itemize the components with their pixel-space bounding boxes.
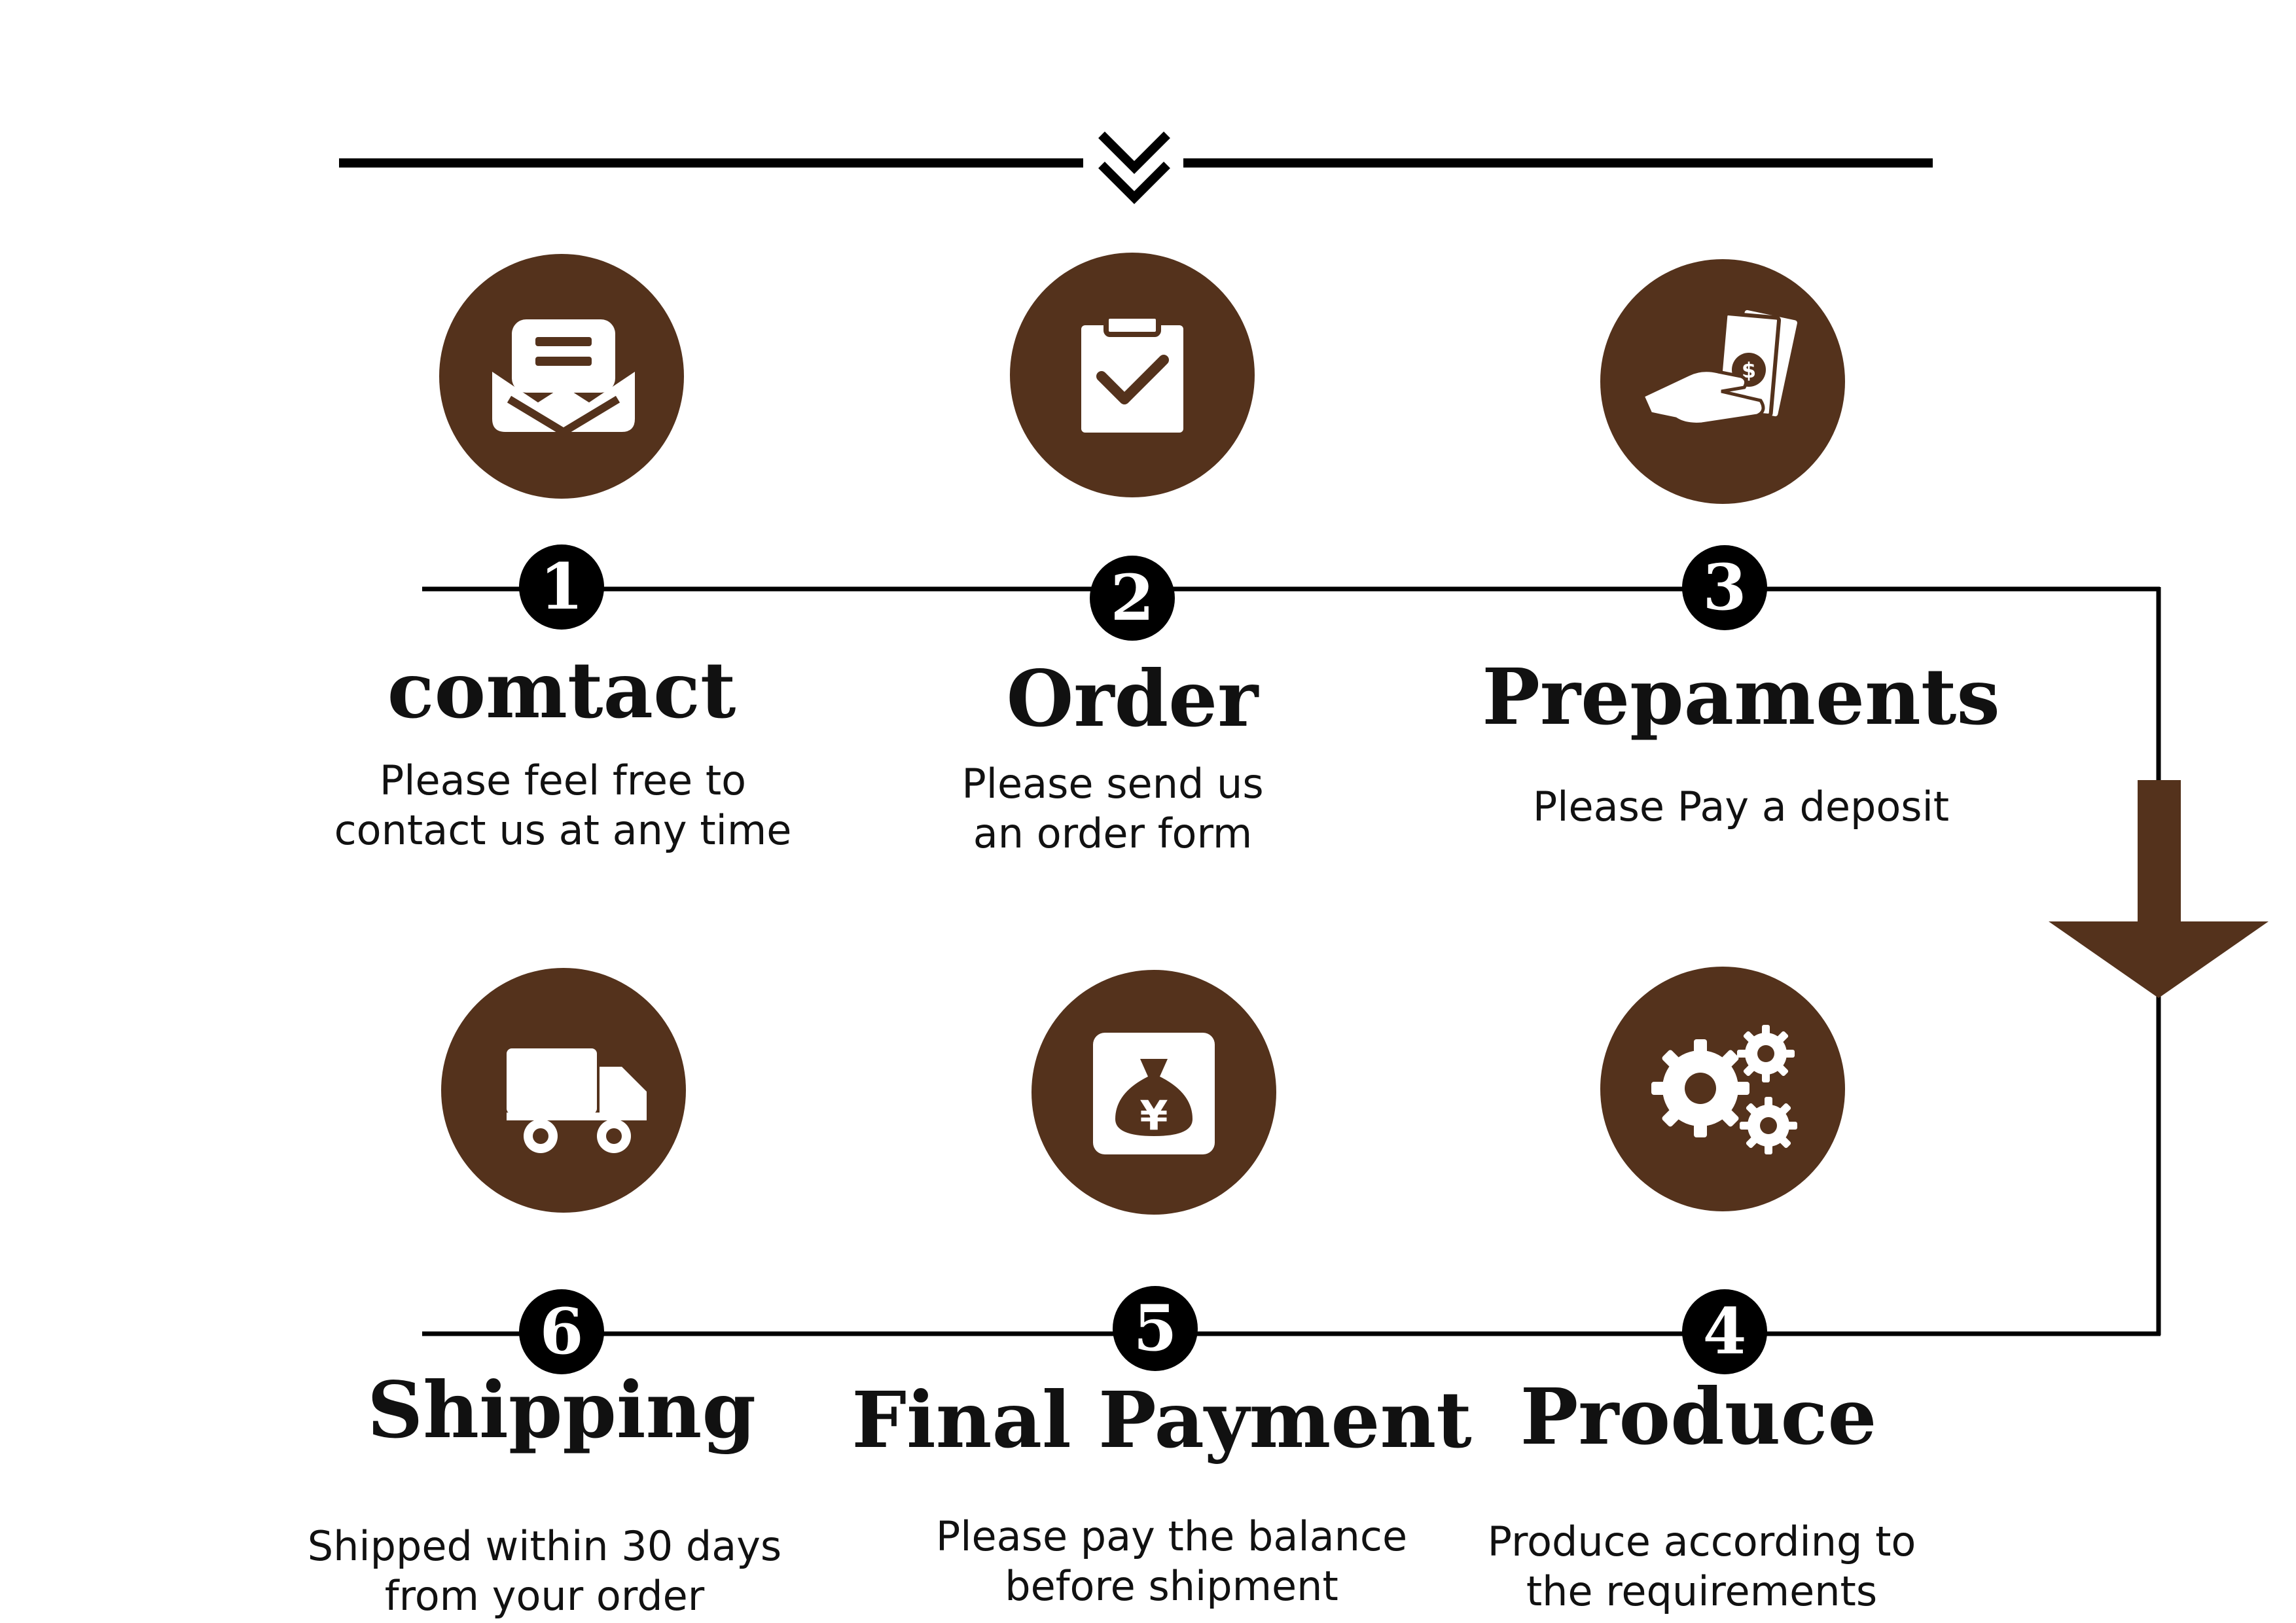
step-5-description: Please pay the balance before shipment [844,1512,1499,1611]
step-1-description-line-2: contact us at any time [334,806,792,854]
step-2-description-line-2: an order form [973,810,1253,857]
svg-text:$: $ [1742,358,1756,383]
step-3-number: 3 [1703,550,1747,624]
step-5-title: Final Payment [852,1374,1472,1465]
step-2-description: Please send us an order form [785,759,1440,859]
step-4-description-line-1: Produce according to [1487,1518,1916,1565]
step-6-description-line-1: Shipped within 30 days [307,1522,782,1570]
clipboard-check-icon [1081,313,1183,433]
double-chevron-down-icon [1098,132,1170,204]
step-1-badge [519,544,604,630]
down-arrow-icon [2049,780,2269,998]
step-6-description-line-2: from your order [384,1572,705,1620]
step-6-badge [519,1289,604,1374]
step-6-number: 6 [540,1294,584,1368]
step-4-description-line-2: the requirements [1526,1567,1878,1615]
step-1-description: Please feel free to contact us at any ti… [236,756,890,855]
step-5-description-line-2: before shipment [1005,1562,1338,1610]
gears-icon [1651,1025,1797,1154]
step-4-badge [1682,1289,1767,1374]
money-bag-yen-icon: ¥ [1093,1033,1215,1154]
step-1-title: comtact [387,645,736,736]
step-5-badge [1113,1286,1198,1371]
step-4-title: Produce [1520,1371,1877,1462]
step-4-description: Produce according to the requirements [1374,1517,2029,1616]
truck-icon [507,1048,647,1153]
step-3-description: Please Pay a deposit [1414,782,2068,832]
step-3-description-line-1: Please Pay a deposit [1532,783,1950,830]
step-2-description-line-1: Please send us [961,760,1264,808]
step-5-description-line-1: Please pay the balance [935,1512,1408,1560]
step-3-title: Prepaments [1482,651,2000,742]
step-6-title: Shipping [367,1364,756,1455]
step-1-description-line-1: Please feel free to [379,757,747,804]
hand-money-icon: $ [1640,310,1797,426]
step-2-number: 2 [1111,561,1155,635]
step-4-number: 4 [1703,1294,1747,1368]
envelope-icon [492,319,635,437]
step-5-number: 5 [1134,1291,1177,1365]
step-2-badge [1090,556,1175,641]
svg-text:¥: ¥ [1139,1092,1168,1139]
step-1-number: 1 [540,550,584,624]
step-2-title: Order [1006,653,1259,744]
step-6-description: Shipped within 30 days from your order [217,1522,872,1621]
step-3-badge [1682,545,1767,630]
